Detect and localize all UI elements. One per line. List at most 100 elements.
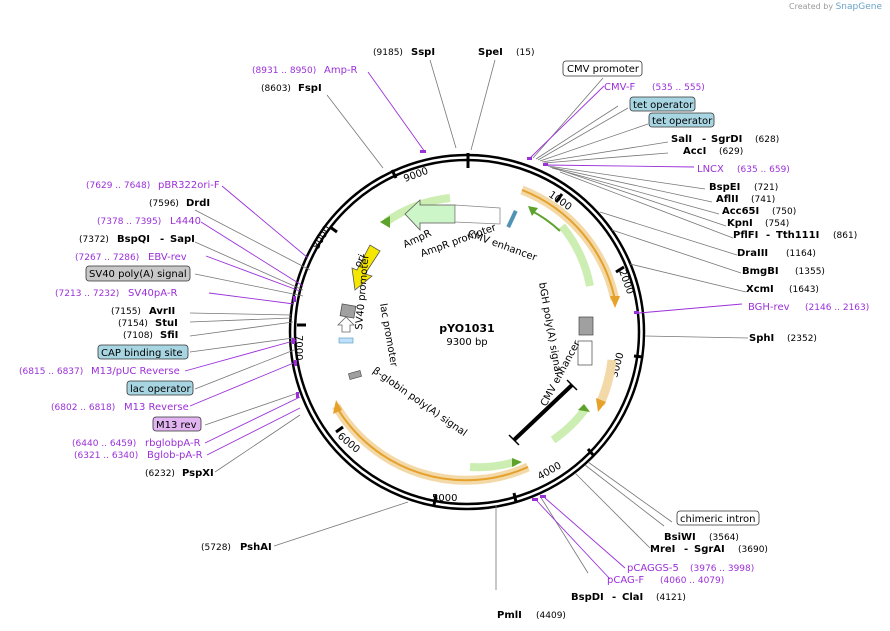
ori-label: ori — [353, 253, 368, 269]
snapgene-logo: SnapGene — [835, 2, 882, 12]
l4440-primer-pos: (7378 .. 7395) — [97, 217, 161, 227]
spei-name: SpeI — [478, 47, 503, 58]
sphi-name: SphI — [749, 333, 774, 344]
avrii-pos: (7155) — [111, 307, 141, 317]
cmvf-primer-name: CMV-F — [604, 82, 635, 93]
bmgbi-name: BmgBI — [742, 266, 779, 277]
draiii-pos: (1164) — [786, 249, 816, 259]
bmgbi-pos: (1355) — [795, 267, 825, 277]
bsiwi-pos: (3564) — [709, 533, 739, 543]
svg-text:-: - — [702, 134, 706, 145]
spei-pos: (15) — [516, 48, 534, 58]
tick-7000: 7000 — [293, 335, 304, 360]
acci-name: AccI — [683, 146, 706, 157]
lac-promoter-arrow — [337, 316, 355, 333]
ori-arrow — [351, 244, 381, 291]
sali-pos: (628) — [755, 135, 779, 145]
ebvrev-primer-name: EBV-rev — [148, 252, 187, 263]
bgh-label: bGH poly(A) signal — [536, 282, 563, 376]
acc65i-pos: (750) — [772, 207, 796, 217]
arrow-green-2 — [578, 404, 590, 412]
avrii-name: AvrII — [149, 306, 175, 317]
arrow-orange-1 — [610, 296, 620, 308]
m13puc-primer-name: M13/pUC Reverse — [91, 366, 180, 377]
inner-features — [337, 199, 594, 446]
pflfi-pos: (861) — [833, 231, 857, 241]
pbr322-primer-pos: (7629 .. 7648) — [86, 181, 150, 191]
drdi-pos: (7596) — [149, 199, 179, 209]
rbglob-primer-pos: (6440 .. 6459) — [72, 439, 136, 449]
cmv-enhancer-block — [577, 340, 593, 366]
draiii-name: DraIII — [737, 248, 768, 259]
ampr-primer-pos: (8931 .. 8950) — [252, 66, 316, 76]
tth111i-name: Tth111I — [776, 230, 819, 241]
pbr322-primer-name: pBR322ori-F — [158, 180, 220, 191]
bgh-block — [578, 316, 594, 336]
stui-name: StuI — [155, 318, 178, 329]
pshai-pos: (5728) — [201, 543, 231, 553]
right-sites: SalI - SgrDI (628) AccI (629) BspEI (721… — [497, 134, 857, 621]
mrei-pos: (3690) — [738, 545, 768, 555]
sv40par-primer-name: SV40pA-R — [128, 288, 177, 299]
chimeric-intron-label: chimeric intron — [680, 514, 755, 525]
pcagf-primer-pos: (4060 .. 4079) — [660, 576, 724, 586]
lac-promoter-label: lac promoter — [377, 303, 399, 369]
tet-operator-2-label: tet operator — [652, 116, 713, 127]
drdi-name: DrdI — [186, 198, 210, 209]
bghrev-primer-pos: (2146 .. 2163) — [805, 303, 869, 313]
bglobin-label: β-globin poly(A) signal — [370, 365, 468, 439]
pcagf-primer-name: pCAG-F — [607, 575, 644, 586]
cds-arc-orange-1-line — [521, 189, 616, 301]
svg-text:-: - — [612, 592, 616, 603]
sali-name: SalI — [671, 134, 692, 145]
sfii-pos: (7108) — [123, 331, 153, 341]
arrow-green-3 — [512, 458, 522, 467]
pspxi-pos: (6232) — [145, 469, 175, 479]
rbglob-primer-name: rbglobpA-R — [145, 438, 201, 449]
arrow-green-1 — [528, 206, 538, 216]
mrei-name: MreI — [650, 544, 675, 555]
plasmid-name: pYO1031 — [439, 322, 494, 335]
ampr-promoter-box — [454, 204, 501, 225]
bghrev-primer-name: BGH-rev — [748, 302, 790, 313]
ebvrev-primer-pos: (7267 .. 7286) — [75, 253, 139, 263]
primer-labels: (8931 .. 8950) Amp-R CMV-F (535 .. 555) … — [19, 65, 869, 586]
bglob-primer-name: Bglob-pA-R — [147, 450, 203, 461]
lncx-primer-name: LNCX — [697, 164, 724, 175]
xcmi-pos: (1643) — [789, 285, 819, 295]
chimeric-intron-bar — [512, 383, 574, 442]
cap-site-mark — [338, 337, 354, 344]
left-sites: (7596) DrdI (7372) BspQI - SapI (7155) A… — [79, 198, 272, 553]
sfii-name: SfiI — [160, 330, 178, 341]
pcaggs5-primer-name: pCAGGS-5 — [627, 563, 679, 574]
cds-arc-orange-3-line — [335, 405, 529, 482]
tet-operator-1-label: tet operator — [633, 100, 694, 111]
cmv-enhancer-top-label: CMV enhancer — [466, 228, 539, 264]
m13rev-primer-pos: (6802 .. 6818) — [51, 403, 115, 413]
m13-rev-label: M13 rev — [156, 420, 197, 431]
fspi-pos: (8603) — [261, 84, 291, 94]
sgrai-name: SgrAI — [694, 544, 725, 555]
arrow-orange-2 — [596, 398, 606, 412]
lac-operator-label: lac operator — [130, 384, 191, 395]
kpni-name: KpnI — [727, 218, 753, 229]
acc65i-name: Acc65I — [722, 206, 759, 217]
tick-marks — [297, 153, 644, 506]
fspi-name: FspI — [298, 83, 322, 94]
sv40par-primer-pos: (7213 .. 7232) — [55, 289, 119, 299]
ampr-primer-name: Amp-R — [324, 65, 358, 76]
primer-leader-lines — [184, 71, 743, 580]
tick-4000: 4000 — [536, 460, 564, 482]
pflfi-name: PflFI — [733, 230, 758, 241]
boxed-feature-labels: CMV promoter tet operator tet operator S… — [85, 60, 760, 526]
credit-prefix: Created by — [789, 2, 834, 11]
bspei-name: BspEI — [709, 182, 740, 193]
sgrdi-name: SgrDI — [711, 134, 742, 145]
lncx-primer-pos: (635 .. 659) — [737, 165, 790, 175]
bglob-primer-pos: (6321 .. 6340) — [74, 451, 138, 461]
clai-name: ClaI — [622, 592, 643, 603]
pshai-name: PshAI — [240, 542, 272, 553]
cds-arc-orange-2 — [595, 359, 617, 406]
sv40-polya-label: SV40 poly(A) signal — [89, 269, 187, 280]
